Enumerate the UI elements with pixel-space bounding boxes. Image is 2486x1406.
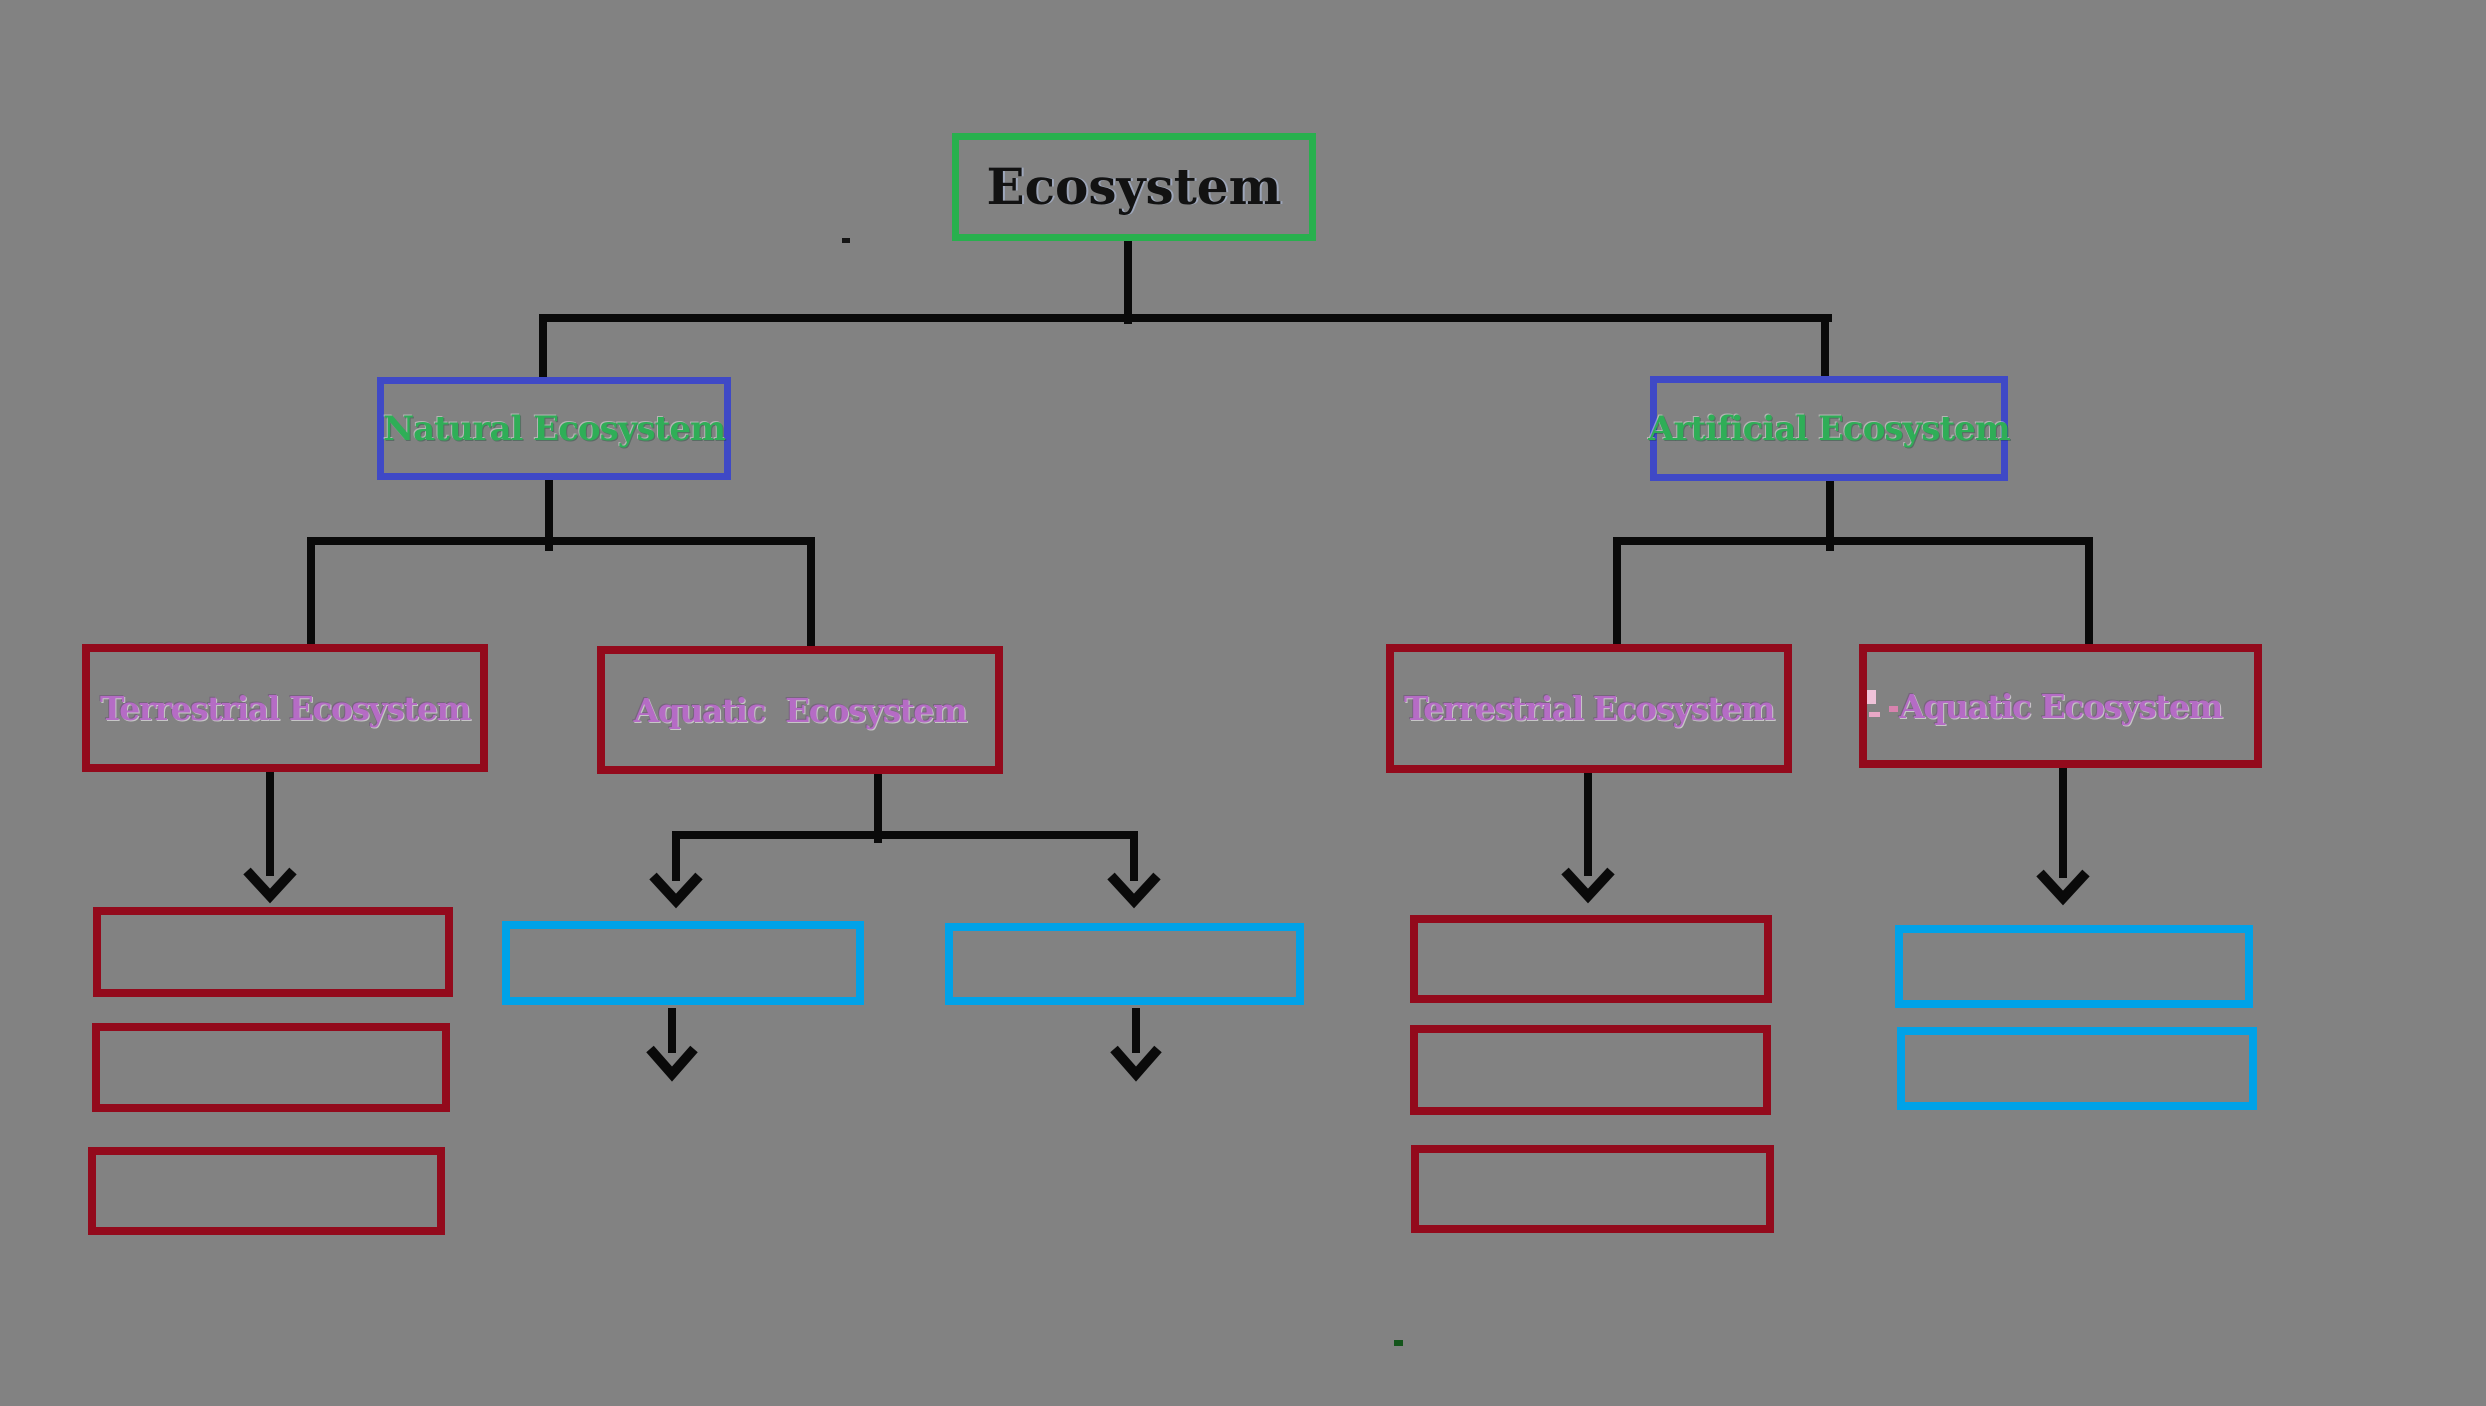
empty-box-nat-terr-3 xyxy=(88,1147,445,1235)
empty-box-art-aqua-2 xyxy=(1897,1027,2257,1110)
node-artificial-aquatic-label: Aquatic Ecosystem xyxy=(1899,686,2223,726)
node-artificial-ecosystem-label: Artificial Ecosystem xyxy=(1648,408,2011,449)
node-artificial-ecosystem: Artificial Ecosystem xyxy=(1648,376,2011,481)
arrow-below-cyan-left-head xyxy=(646,1045,698,1082)
arrow-nat-aqua-left-head xyxy=(649,872,703,909)
empty-box-art-terr-2 xyxy=(1410,1025,1771,1115)
node-artificial-terrestrial: Terrestrial Ecosystem xyxy=(1386,644,1792,773)
stray-mark-black xyxy=(842,238,850,243)
empty-box-art-terr-1 xyxy=(1410,915,1772,1003)
node-natural-aquatic: Aquatic Ecosystem xyxy=(597,646,1003,774)
arrow-art-aqua-head xyxy=(2036,869,2090,906)
empty-box-art-terr-3 xyxy=(1411,1145,1774,1233)
stray-mark-pink-3 xyxy=(1889,706,1898,712)
node-natural-terrestrial-label: Terrestrial Ecosystem xyxy=(100,688,471,728)
empty-box-nat-terr-2 xyxy=(92,1023,450,1112)
empty-box-nat-aqua-1 xyxy=(502,921,864,1005)
stray-mark-pink-1 xyxy=(1867,690,1876,704)
node-natural-ecosystem: Natural Ecosystem xyxy=(377,377,731,480)
stray-mark-pink-2 xyxy=(1869,712,1880,717)
node-ecosystem: Ecosystem xyxy=(952,133,1316,241)
arrow-art-terr-head xyxy=(1561,867,1615,904)
empty-box-art-aqua-1 xyxy=(1895,925,2253,1008)
empty-box-nat-terr-1 xyxy=(93,907,453,997)
arrow-nat-terr-head xyxy=(243,867,297,904)
node-artificial-aquatic: Aquatic Ecosystem xyxy=(1859,644,2262,768)
node-natural-ecosystem-label: Natural Ecosystem xyxy=(383,408,726,449)
stray-mark-green xyxy=(1394,1340,1403,1346)
node-ecosystem-label: Ecosystem xyxy=(986,157,1282,216)
node-natural-terrestrial: Terrestrial Ecosystem xyxy=(82,644,488,772)
node-artificial-terrestrial-label: Terrestrial Ecosystem xyxy=(1404,689,1775,728)
arrow-nat-aqua-right-head xyxy=(1107,872,1161,909)
node-natural-aquatic-label: Aquatic Ecosystem xyxy=(633,690,968,730)
arrow-below-cyan-right-head xyxy=(1110,1045,1162,1082)
empty-box-nat-aqua-2 xyxy=(945,923,1304,1005)
